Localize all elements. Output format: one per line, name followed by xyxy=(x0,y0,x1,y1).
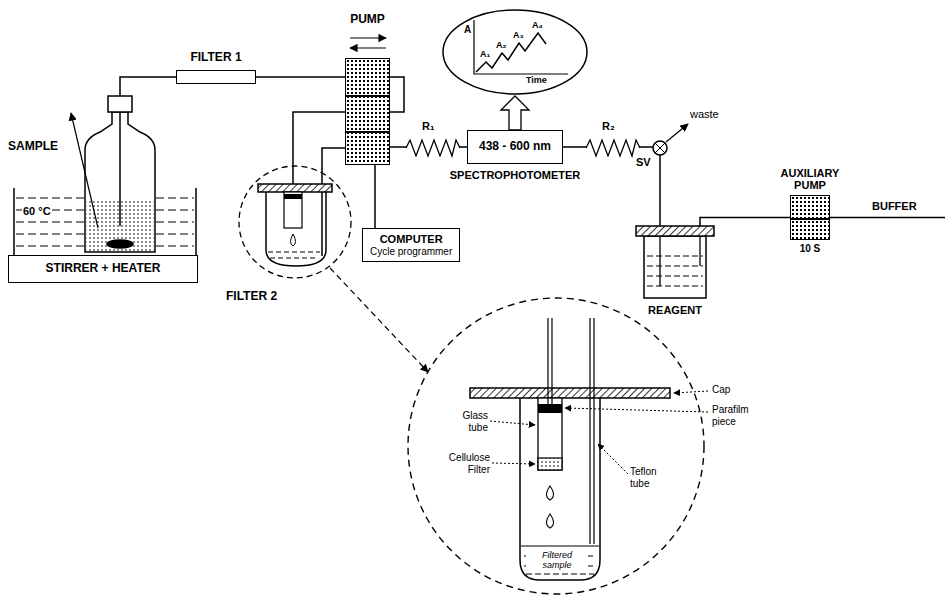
tube-to-filter-1 xyxy=(120,77,176,96)
detail-teflon-tube xyxy=(548,318,552,413)
node-caption: AUXILIARY PUMP xyxy=(770,167,850,192)
filter-housing: FILTER 1 xyxy=(176,70,256,84)
spectrophotometer-box: 438 - 600 nmSPECTROPHOTOMETER xyxy=(467,130,563,164)
pump-direction-arrow xyxy=(350,47,386,48)
switching-valve xyxy=(653,141,667,155)
part-label: Glass tube xyxy=(444,410,488,433)
tube-connector xyxy=(700,218,790,227)
waste-label: waste xyxy=(690,108,719,121)
filter-2-glass-tube xyxy=(284,192,302,228)
bottle-body xyxy=(644,236,706,298)
valve-label: SV xyxy=(636,156,651,169)
tube-connector xyxy=(563,147,660,226)
leader-line xyxy=(598,444,628,474)
node-text: COMPUTER xyxy=(370,233,452,246)
node-caption: 10 S xyxy=(800,243,821,255)
detail-vessel xyxy=(520,398,600,580)
bottle-cap xyxy=(108,96,132,112)
tube-connector xyxy=(374,165,376,228)
detail-parafilm xyxy=(538,404,562,413)
part-label: Cellulose Filter xyxy=(436,452,490,475)
filter-2-drop xyxy=(291,234,296,246)
filter-2-outline xyxy=(239,166,351,278)
detail-liquid-surface xyxy=(521,545,599,546)
filter-2-liquid xyxy=(268,252,320,258)
detail-pickup-tube xyxy=(590,318,594,544)
node-text: STIRRER + HEATER xyxy=(46,262,161,276)
buffer-label: BUFFER xyxy=(872,200,917,213)
coil-ground xyxy=(407,138,459,158)
axis-label: A xyxy=(464,24,471,36)
detector-output-arrow xyxy=(501,96,529,130)
heater-stirrer-box: STIRRER + HEATER xyxy=(8,255,198,283)
zoom-pointer xyxy=(330,268,428,372)
temperature-label: 60 °C xyxy=(22,205,52,218)
filter-2-cap xyxy=(258,184,332,192)
leader-line xyxy=(492,463,535,464)
reagent-bottle-drawing xyxy=(636,226,714,300)
sample-pointer xyxy=(71,113,98,228)
node-caption: REAGENT xyxy=(648,304,702,317)
buffer-line xyxy=(830,217,945,219)
reagent-bottle: REAGENT xyxy=(636,226,714,300)
signal-inset-outline xyxy=(443,10,587,94)
part-label: Teflon tube xyxy=(630,466,670,489)
pump-direction-arrow xyxy=(350,37,386,38)
peak-label: A₂ xyxy=(496,40,507,50)
auxiliary-pump: AUXILIARY PUMP10 S xyxy=(790,195,830,240)
leader-line xyxy=(490,421,535,425)
filter-2-vessel xyxy=(266,192,326,266)
tube-connector xyxy=(256,76,345,78)
bottle-tube xyxy=(660,236,700,286)
node-caption: SPECTROPHOTOMETER xyxy=(450,169,581,182)
bottle-cap xyxy=(636,226,714,236)
switching-valve-cross xyxy=(655,143,665,153)
leader-line xyxy=(565,408,708,412)
axis-label: Time xyxy=(526,75,547,85)
reaction-coil xyxy=(406,140,460,156)
graph-axes xyxy=(474,20,568,74)
peristaltic-pump: PUMP xyxy=(345,58,390,165)
part-label: Filtered sample xyxy=(526,550,588,571)
detail-cellulose-filter xyxy=(538,458,562,470)
stir-bar xyxy=(107,240,133,248)
detail-drop xyxy=(547,514,554,528)
sampling-tube xyxy=(119,112,121,226)
pump-channel-divider xyxy=(346,95,389,97)
pump-channel-divider xyxy=(346,131,389,133)
coil-ground xyxy=(587,138,639,158)
pump-loop-tube xyxy=(390,77,404,112)
reaction-coil xyxy=(586,140,640,156)
node-caption: FILTER 1 xyxy=(190,51,241,65)
sample-bottle xyxy=(85,112,155,252)
filter-2-parafilm xyxy=(284,194,302,199)
absorbance-trace xyxy=(476,33,546,72)
node-caption: PUMP xyxy=(350,13,385,27)
peak-label: A₁ xyxy=(480,49,490,59)
pump-channel-divider xyxy=(791,218,829,220)
coil-label: R₁ xyxy=(422,120,435,133)
coil-label: R₂ xyxy=(602,120,615,133)
peak-label: A₃ xyxy=(513,30,524,40)
detail-drop xyxy=(547,486,554,500)
leader-line xyxy=(674,391,708,393)
peak-label: A₄ xyxy=(532,20,543,30)
detail-glass-tube xyxy=(538,398,562,470)
part-label: Cap xyxy=(712,384,730,396)
detail-cap xyxy=(470,388,670,398)
waste-pointer xyxy=(666,124,688,142)
filter-2-detail-outline xyxy=(408,298,704,594)
part-label: Parafilm piece xyxy=(712,404,762,427)
node-text: 438 - 600 nm xyxy=(476,140,554,154)
computer-box: COMPUTERCycle programmer xyxy=(362,228,460,262)
reagent-liquid xyxy=(647,256,703,286)
node-text: Cycle programmer xyxy=(370,246,452,258)
filter-label: FILTER 2 xyxy=(226,290,277,304)
sample-label: SAMPLE xyxy=(8,140,58,154)
